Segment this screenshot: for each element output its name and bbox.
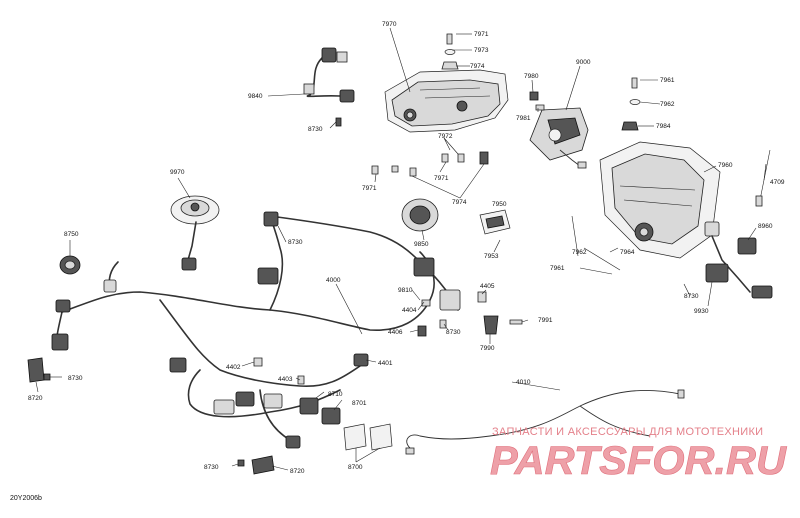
label-7962-right[interactable]: 7962 <box>572 249 587 256</box>
label-9810[interactable]: 9810 <box>398 287 413 294</box>
label-7961-right[interactable]: 7961 <box>550 265 565 272</box>
screw-8730-top[interactable] <box>335 117 342 127</box>
bolt-7971[interactable] <box>446 33 453 45</box>
wiring-harness-4010[interactable] <box>405 389 685 455</box>
bracket-7990[interactable] <box>483 315 499 335</box>
diagram-id: 20Y2006b <box>10 495 42 502</box>
module-9000[interactable] <box>529 107 589 169</box>
label-9000[interactable]: 9000 <box>576 59 591 66</box>
connector-8701[interactable] <box>321 407 341 425</box>
label-7990[interactable]: 7990 <box>480 345 495 352</box>
leader-lines <box>35 27 767 471</box>
label-9930[interactable]: 9930 <box>694 308 709 315</box>
horn-9970[interactable] <box>170 195 220 271</box>
clip-7981[interactable] <box>535 104 545 111</box>
label-8730-harness[interactable]: 8730 <box>288 239 303 246</box>
label-7973[interactable]: 7973 <box>474 47 489 54</box>
label-7974-mid[interactable]: 7974 <box>452 199 467 206</box>
connector-8710[interactable] <box>299 397 319 415</box>
label-8710[interactable]: 8710 <box>328 391 343 398</box>
label-7971-top[interactable]: 7971 <box>474 31 489 38</box>
sensor-9850[interactable] <box>401 198 439 232</box>
bolt-7961[interactable] <box>631 77 638 89</box>
label-8720-bottom[interactable]: 8720 <box>290 468 305 475</box>
clips-8700[interactable] <box>343 423 393 451</box>
label-7962-top[interactable]: 7962 <box>660 101 675 108</box>
label-7972[interactable]: 7972 <box>438 133 453 140</box>
label-4709[interactable]: 4709 <box>770 179 785 186</box>
label-9840[interactable]: 9840 <box>248 93 263 100</box>
label-7970[interactable]: 7970 <box>382 21 397 28</box>
watermark-brand: PARTSFOR.RU <box>490 439 787 483</box>
label-8750[interactable]: 8750 <box>64 231 79 238</box>
label-7984[interactable]: 7984 <box>656 123 671 130</box>
label-4402[interactable]: 4402 <box>226 364 241 371</box>
label-7960[interactable]: 7960 <box>718 162 733 169</box>
label-8720-left[interactable]: 8720 <box>28 395 43 402</box>
label-4010[interactable]: 4010 <box>516 379 531 386</box>
watermark: ЗАПЧАСТИ И АКСЕССУАРЫ ДЛЯ МОТОТЕХНИКИ PA… <box>490 426 788 483</box>
connector-8720-bottom[interactable] <box>251 455 275 475</box>
label-7953[interactable]: 7953 <box>484 253 499 260</box>
headlight-assembly-7970[interactable] <box>384 69 509 133</box>
label-4405[interactable]: 4405 <box>480 283 495 290</box>
label-9850[interactable]: 9850 <box>414 241 429 248</box>
nut-7974-top[interactable] <box>441 61 459 70</box>
label-7981[interactable]: 7981 <box>516 115 531 122</box>
connector-harness-9840[interactable] <box>303 47 355 103</box>
module-9930[interactable] <box>705 263 729 283</box>
screw-8730-left[interactable] <box>43 373 51 381</box>
washer-7962[interactable] <box>629 99 641 105</box>
label-8700[interactable]: 8700 <box>348 464 363 471</box>
label-4000[interactable]: 4000 <box>326 277 341 284</box>
sensor-8750[interactable] <box>59 255 81 275</box>
bolts-7971-7972[interactable] <box>371 151 489 177</box>
label-4406[interactable]: 4406 <box>388 329 403 336</box>
grommet-7980[interactable] <box>529 91 539 101</box>
label-7964[interactable]: 7964 <box>620 249 635 256</box>
label-7974-top[interactable]: 7974 <box>470 63 485 70</box>
label-7980[interactable]: 7980 <box>524 73 539 80</box>
connector-8960[interactable] <box>704 221 773 299</box>
washer-7973[interactable] <box>444 49 456 55</box>
label-8701[interactable]: 8701 <box>352 400 367 407</box>
screw-8730-bottom[interactable] <box>237 459 245 467</box>
nut-7984[interactable] <box>621 121 639 131</box>
label-9970[interactable]: 9970 <box>170 169 185 176</box>
connector-8720-left[interactable] <box>27 357 45 383</box>
label-8730-bottom[interactable]: 8730 <box>204 464 219 471</box>
label-8730-right[interactable]: 8730 <box>684 293 699 300</box>
label-4404[interactable]: 4404 <box>402 307 417 314</box>
headlight-assembly-7960[interactable] <box>599 141 721 259</box>
part-labels: 7970 7971 7973 7974 9840 8730 7980 9000 … <box>28 21 785 475</box>
label-4401[interactable]: 4401 <box>378 360 393 367</box>
switch-7950[interactable] <box>479 209 511 235</box>
label-8960[interactable]: 8960 <box>758 223 773 230</box>
label-7950[interactable]: 7950 <box>492 201 507 208</box>
label-7971-right[interactable]: 7971 <box>434 175 449 182</box>
hardware-4401-4406[interactable] <box>253 291 487 385</box>
watermark-tagline: ЗАПЧАСТИ И АКСЕССУАРЫ ДЛЯ МОТОТЕХНИКИ <box>492 426 763 438</box>
label-7961-top[interactable]: 7961 <box>660 77 675 84</box>
label-7971-mid[interactable]: 7971 <box>362 185 377 192</box>
screw-7991[interactable] <box>509 319 523 325</box>
label-7991[interactable]: 7991 <box>538 317 553 324</box>
label-8730-mid[interactable]: 8730 <box>446 329 461 336</box>
label-8730-top[interactable]: 8730 <box>308 126 323 133</box>
antenna-4709[interactable] <box>755 149 771 207</box>
label-4403[interactable]: 4403 <box>278 376 293 383</box>
label-8730-left[interactable]: 8730 <box>68 375 83 382</box>
